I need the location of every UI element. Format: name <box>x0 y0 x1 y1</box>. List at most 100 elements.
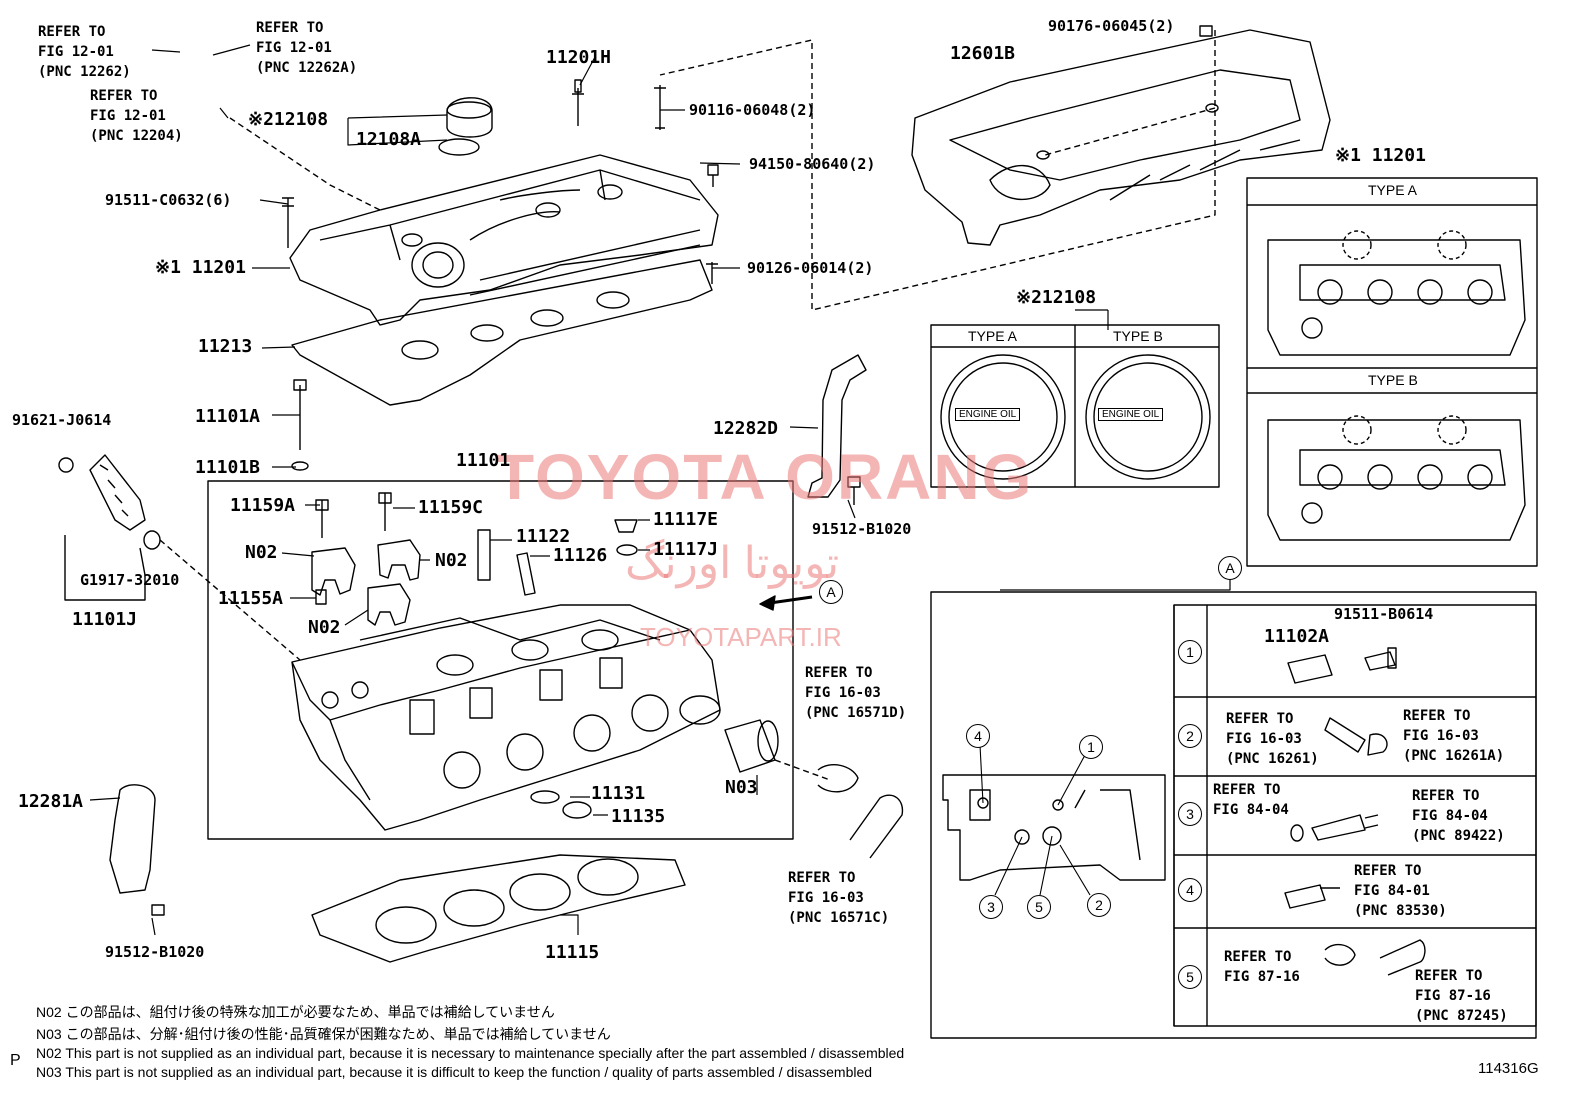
ref-fig12-01-12262a: REFER TO FIG 12-01 (PNC 12262A) <box>256 20 358 76</box>
label-91512-b1020-top: 91512-B1020 <box>812 520 912 538</box>
ref-fig12-01-12262: REFER TO FIG 12-01 (PNC 12262) <box>38 24 131 80</box>
camshaft-bearing-caps <box>311 539 421 626</box>
label-91511-c0632: 91511-C0632(6) <box>105 191 232 209</box>
leader-lines <box>89 44 1231 936</box>
engine-cover-12601b <box>911 29 1331 246</box>
hose-clamp <box>817 764 859 793</box>
cap-a-text: ENGINE OIL <box>955 408 1021 421</box>
type-a-cover <box>1267 230 1526 356</box>
ref-fig16-03-16571d: REFER TO FIG 16-03 (PNC 16571D) <box>805 665 907 721</box>
label-11101: 11101 <box>456 450 511 471</box>
label-91621-j0614: 91621-J0614 <box>12 411 112 429</box>
label-11131: 11131 <box>591 783 646 804</box>
cap-b-text: ENGINE OIL <box>1098 408 1164 421</box>
cylinder-head-gasket <box>311 854 686 963</box>
type-b-cover <box>1267 415 1526 541</box>
label-11126: 11126 <box>553 545 608 566</box>
bolts <box>282 25 1213 538</box>
label-11117e: 11117E <box>653 509 719 530</box>
label-n02-a: N02 <box>245 542 278 563</box>
label-90126-06014: 90126-06014(2) <box>747 259 874 277</box>
spark-plug-seals <box>401 291 630 360</box>
label-12601b: 12601B <box>950 43 1016 64</box>
cylinder-head-group-box <box>207 480 794 840</box>
callout-a-box: A <box>1218 556 1242 580</box>
label-n02-b: N02 <box>435 550 468 571</box>
watermark-site: TOYOTAPART.IR <box>640 622 842 652</box>
header-cover-type-b: TYPE B <box>1368 372 1418 388</box>
n03-sleeve <box>724 719 779 773</box>
label-n03: N03 <box>725 777 758 798</box>
label-11159c: 11159C <box>418 497 484 518</box>
label-n02-c: N02 <box>308 617 341 638</box>
cover-guide-line <box>659 30 1216 311</box>
label-11122: 11122 <box>516 526 571 547</box>
ref-fig84-04-89422: REFER TO FIG 84-04 (PNC 89422) <box>1412 788 1505 844</box>
callout-1: 1 <box>1079 735 1103 759</box>
ref-fig84-04: REFER TO FIG 84-04 <box>1213 782 1289 818</box>
label-11135: 11135 <box>611 806 666 827</box>
label-11101b: 11101B <box>195 457 261 478</box>
label-12108-types: ※212108 <box>1016 287 1097 308</box>
row-callout-3: 3 <box>1178 802 1202 826</box>
seal-11135 <box>562 801 592 819</box>
header-cover-type-a: TYPE A <box>1368 182 1418 198</box>
label-12282d: 12282D <box>713 418 779 439</box>
label-11159a: 11159A <box>230 495 296 516</box>
note-n03-en: N03 This part is not supplied as an indi… <box>36 1064 873 1080</box>
valve-guides-plugs <box>477 519 638 596</box>
header-cap-type-b: TYPE B <box>1113 328 1163 344</box>
label-11201: ※1 11201 <box>155 257 246 278</box>
label-11117j: 11117J <box>653 539 719 560</box>
cap-type-a <box>940 354 1066 480</box>
callout-5: 5 <box>1027 895 1051 919</box>
note-n02-ja: N02 この部品は、組付け後の特殊な加工が必要なため、単品では補給していません <box>36 1004 555 1020</box>
label-11102a: 11102A <box>1264 626 1330 647</box>
label-12281a: 12281A <box>18 791 84 812</box>
label-g1917-32010: G1917-32010 <box>80 571 180 589</box>
ref-fig84-01-83530: REFER TO FIG 84-01 (PNC 83530) <box>1354 863 1447 919</box>
label-12108: ※212108 <box>248 109 329 130</box>
cap-type-b <box>1085 354 1211 480</box>
ref-fig87-16-87245: REFER TO FIG 87-16 (PNC 87245) <box>1415 968 1508 1024</box>
label-11115: 11115 <box>545 942 600 963</box>
cylinder-head <box>291 604 721 831</box>
row-callout-1: 1 <box>1178 640 1202 664</box>
cylinder-head-cover <box>289 154 719 326</box>
label-90176-06045: 90176-06045(2) <box>1048 17 1175 35</box>
label-11101j: 11101J <box>72 609 138 630</box>
label-11201h: 11201H <box>546 47 612 68</box>
header-cap-type-a: TYPE A <box>968 328 1018 344</box>
oil-filler-cap <box>438 97 493 156</box>
oil-control-valve <box>58 454 161 550</box>
watermark-main: TOYOTA ORANG <box>495 441 1034 513</box>
label-11201-types: ※1 11201 <box>1335 145 1426 166</box>
label-94150-80640: 94150-80640(2) <box>749 155 876 173</box>
callout-4: 4 <box>966 724 990 748</box>
callout-3: 3 <box>979 895 1003 919</box>
ref-fig87-16: REFER TO FIG 87-16 <box>1224 949 1300 985</box>
head-cover-gasket <box>291 259 713 406</box>
engine-hanger-12282d <box>807 354 867 498</box>
detail-parts <box>1284 647 1426 976</box>
callout-a-marker: A <box>819 580 843 604</box>
note-n02-en: N02 This part is not supplied as an indi… <box>36 1045 905 1061</box>
label-11101a: 11101A <box>195 406 261 427</box>
label-91511-b0614: 91511-B0614 <box>1334 605 1434 623</box>
label-90116-06048: 90116-06048(2) <box>689 101 816 119</box>
note-n03-ja: N03 この部品は、分解･組付け後の性能･品質確保が困難なため、単品では補給して… <box>36 1026 611 1042</box>
label-11155a: 11155A <box>218 588 284 609</box>
ref-fig16-03-16261a: REFER TO FIG 16-03 (PNC 16261A) <box>1403 708 1505 764</box>
bypass-hose <box>849 794 904 859</box>
head-cover-types-box <box>1246 177 1538 567</box>
head-side-view <box>942 774 1166 881</box>
footer-p-marker: P <box>10 1052 21 1069</box>
ref-fig12-01-12204: REFER TO FIG 12-01 (PNC 12204) <box>90 88 183 144</box>
row-callout-4: 4 <box>1178 878 1202 902</box>
callout-2: 2 <box>1087 893 1111 917</box>
watermark-persian: تویوتا اورنگ <box>625 539 840 588</box>
label-11213: 11213 <box>198 336 253 357</box>
label-91512-b1020-bottom: 91512-B1020 <box>105 943 205 961</box>
